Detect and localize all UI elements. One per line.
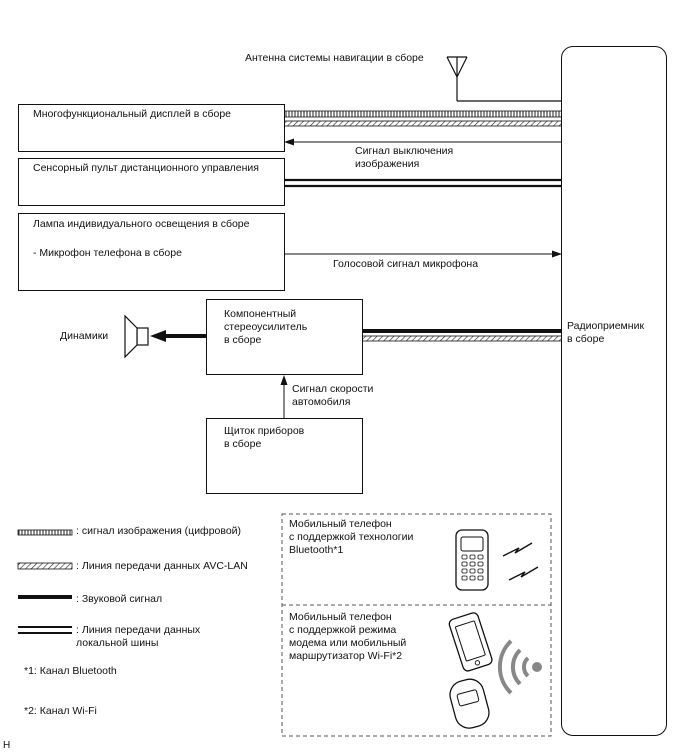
- bluetooth-signal-icon: [502, 542, 539, 581]
- image-off-signal-label: Сигнал выключения изображения: [355, 145, 454, 170]
- antenna-icon: [446, 56, 562, 102]
- multi-display-box: Многофункциональный дисплей в сборе: [18, 104, 285, 152]
- speed-signal-arrow: [280, 375, 288, 420]
- mic-label: - Микрофон телефона в сборе: [33, 247, 182, 259]
- mic-voice-arrow: [284, 250, 562, 258]
- wifi-phone-label: Мобильный телефон с поддержкой режима мо…: [289, 611, 407, 662]
- amplifier-label: Компонентный стереоусилитель в сборе: [224, 308, 308, 346]
- bluetooth-phone-label: Мобильный телефон с поддержкой технологи…: [289, 518, 414, 556]
- bluetooth-phone-icon: [455, 529, 489, 591]
- amplifier-box: Компонентный стереоусилитель в сборе: [206, 299, 363, 375]
- avc-lan-line-display: [283, 120, 563, 127]
- lamp-label: Лампа индивидуального освещения в сборе: [33, 218, 250, 230]
- legend-bus-label: : Линия передачи данных локальной шины: [76, 624, 201, 649]
- wifi-router-icon: [449, 678, 490, 729]
- legend-avc-sample: [17, 562, 73, 570]
- lamp-box: Лампа индивидуального освещения в сборе …: [18, 213, 285, 291]
- speaker-audio-line: [150, 330, 206, 342]
- touch-remote-box: Сенсорный пульт дистанционного управлени…: [18, 158, 285, 206]
- legend-image-sample: [17, 529, 73, 536]
- legend-avc-label: : Линия передачи данных AVC-LAN: [76, 560, 248, 572]
- note-wifi: *2: Канал Wi-Fi: [24, 705, 97, 717]
- legend-bus-sample: [18, 626, 72, 634]
- speed-signal-label: Сигнал скорости автомобиля: [292, 383, 374, 408]
- smartphone-icon: [448, 612, 493, 672]
- amp-radio-lines: [361, 329, 563, 342]
- speakers-label: Динамики: [60, 330, 109, 342]
- mic-voice-signal-label: Голосовой сигнал микрофона: [333, 258, 479, 270]
- corner-mark: H: [3, 740, 11, 751]
- radio-receiver-label: Радиоприемник в сборе: [567, 320, 645, 345]
- mobile-devices-group: [281, 513, 552, 737]
- antenna-label: Антенна системы навигации в сборе: [245, 52, 424, 64]
- speaker-icon: [124, 314, 149, 359]
- legend-audio-label: : Звуковой сигнал: [76, 593, 163, 605]
- image-off-arrow: [284, 138, 562, 146]
- touch-remote-label: Сенсорный пульт дистанционного управлени…: [33, 162, 259, 174]
- multi-display-label: Многофункциональный дисплей в сборе: [33, 108, 232, 120]
- cluster-box: Щиток приборов в сборе: [206, 418, 363, 494]
- image-digital-line: [283, 110, 563, 118]
- legend-image-label: : сигнал изображения (цифровой): [76, 525, 242, 537]
- cluster-label: Щиток приборов в сборе: [224, 425, 305, 450]
- note-bluetooth: *1: Канал Bluetooth: [24, 665, 117, 677]
- wifi-waves-icon: [497, 639, 542, 695]
- local-bus-line: [284, 178, 562, 188]
- radio-receiver-box: Радиоприемник в сборе: [561, 46, 667, 736]
